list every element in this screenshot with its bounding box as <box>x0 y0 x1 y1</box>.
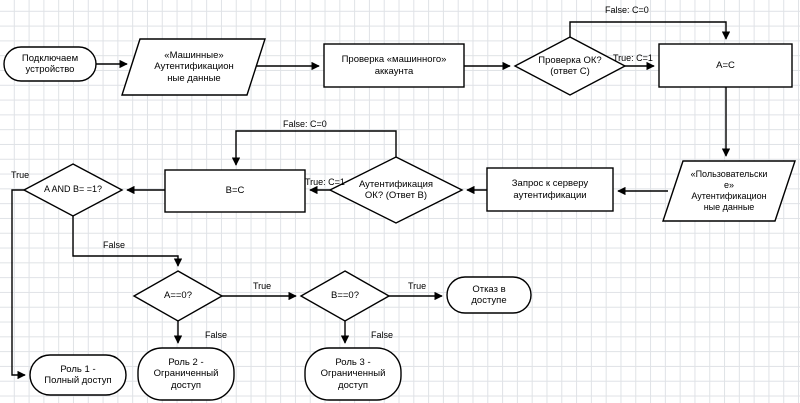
edge-label-true-b0: True <box>408 281 427 291</box>
edge-label-false-b0: False <box>371 330 394 340</box>
edge-label-false-c0-top: False: C=0 <box>605 5 649 15</box>
edge-label-true-and: True <box>11 170 30 180</box>
shape-machine-data <box>121 38 266 96</box>
shape-a-eq-0 <box>132 270 224 322</box>
edge-label-false-c0-mid: False: C=0 <box>283 119 327 129</box>
shape-start <box>3 46 97 82</box>
shape-b-eq-0 <box>299 270 391 322</box>
shape-auth-ok-b <box>328 156 464 224</box>
edge-auth-ok-false-to-b-eq-c <box>231 130 397 166</box>
shape-role3 <box>304 347 402 401</box>
connectors <box>11 21 731 380</box>
edge-check-ok-false-to-a-eq-c <box>569 21 731 40</box>
edge-label-true-a0: True <box>253 281 272 291</box>
shape-user-data <box>662 160 796 222</box>
edge-a-and-b-true-to-role1 <box>11 189 26 380</box>
shape-a-eq-c <box>658 43 793 88</box>
edge-label-true-c1-mid: True: C=1 <box>305 177 345 187</box>
shape-deny <box>446 276 532 314</box>
shape-check-account <box>323 43 465 88</box>
edge-a-and-b-false-to-a-eq-0 <box>72 216 183 267</box>
shape-b-eq-c <box>164 169 306 213</box>
shape-auth-request <box>486 167 614 212</box>
edge-label-false-a0: False <box>205 330 228 340</box>
shape-role2 <box>137 347 235 401</box>
edge-label-true-c1-top: True: C=1 <box>613 53 653 63</box>
shape-role1 <box>29 354 127 396</box>
shape-a-and-b <box>22 163 124 217</box>
shape-check-ok-c <box>513 36 627 96</box>
edge-label-false-and: False <box>103 240 126 250</box>
